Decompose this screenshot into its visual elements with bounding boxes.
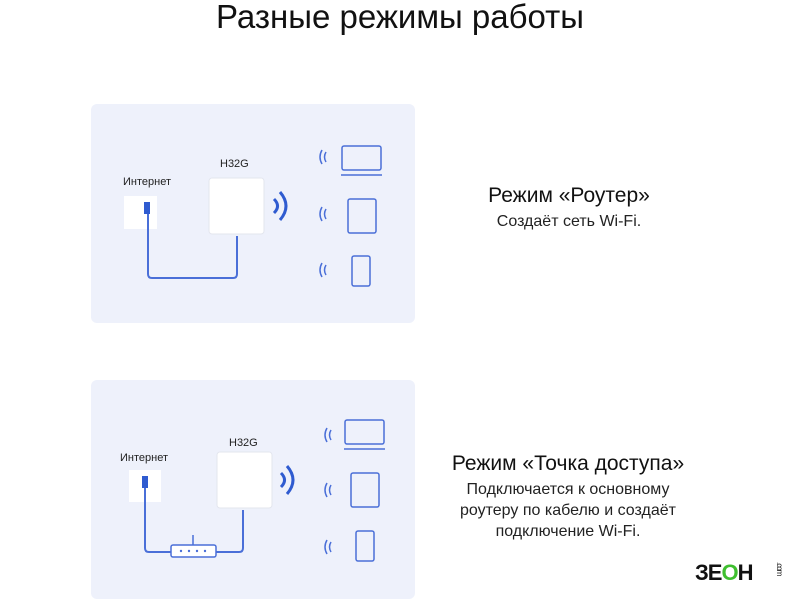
laptop-icon — [341, 145, 382, 171]
wall-socket-icon — [124, 196, 157, 229]
wifi-small-icons — [319, 149, 327, 278]
laptop-icon — [344, 419, 385, 445]
router-mode-diagram: Интернет H32G — [91, 104, 415, 323]
ap-diagram-graphic — [129, 419, 385, 562]
h32g-device-icon — [216, 451, 273, 509]
tablet-icon — [347, 198, 377, 234]
device-label: H32G — [229, 437, 258, 449]
router-diagram-graphic — [124, 145, 382, 287]
ap-line-1: Подключается к основному — [466, 481, 670, 498]
internet-label: Интернет — [123, 176, 171, 188]
wifi-signal-icon — [272, 191, 288, 221]
router-mode-text: Режим «Роутер» Создаёт сеть Wi-Fi. — [440, 184, 698, 232]
phone-icon — [351, 255, 371, 287]
ethernet-plug-icon — [144, 202, 150, 214]
ap-mode-heading: Режим «Точка доступа» — [451, 452, 685, 475]
main-router-icon — [170, 544, 217, 558]
wifi-small-icons — [324, 427, 332, 555]
tablet-icon — [350, 472, 380, 508]
ap-line-3: подключение Wi-Fi. — [495, 523, 641, 540]
ap-mode-text: Режим «Точка доступа» Подключается к осн… — [418, 452, 718, 542]
router-mode-heading: Режим «Роутер» — [488, 184, 650, 207]
wifi-signal-icon — [279, 465, 295, 495]
internet-label: Интернет — [120, 452, 168, 464]
h32g-device-icon — [208, 177, 265, 235]
ap-mode-description: Подключается к основному роутеру по кабе… — [418, 479, 718, 542]
cable — [147, 214, 238, 279]
page-title: Разные режимы работы — [216, 0, 584, 35]
ap-line-2: роутеру по кабелю и создаёт — [460, 502, 676, 519]
router-mode-description: Создаёт сеть Wi-Fi. — [496, 213, 642, 230]
device-label: H32G — [220, 158, 249, 170]
ethernet-plug-icon — [142, 476, 148, 488]
access-point-mode-diagram: Интернет H32G — [91, 380, 415, 599]
zeon-logo: ЗЕОН.com — [695, 560, 784, 585]
phone-icon — [355, 530, 375, 562]
